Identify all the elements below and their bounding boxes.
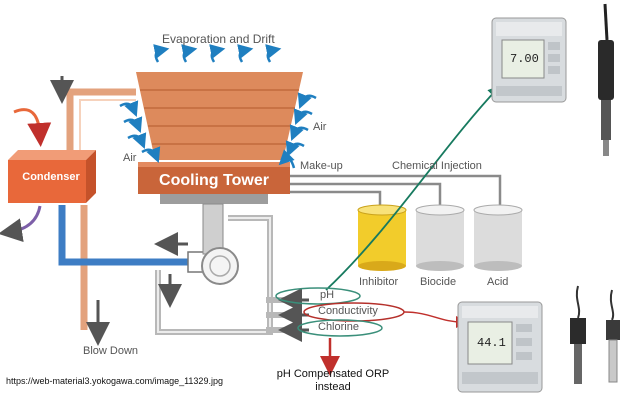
source-url: https://web-material3.yokogawa.com/image… <box>6 376 223 386</box>
condenser <box>0 108 96 243</box>
analyzer-top <box>491 17 567 103</box>
cooling-tower <box>136 72 303 255</box>
ph-oval <box>275 287 361 305</box>
analyzer-bottom <box>457 301 543 393</box>
evaporation-label: Evaporation and Drift <box>162 32 275 46</box>
orp-note: pH Compensated ORP instead <box>276 368 390 393</box>
flow-arrows <box>86 232 309 346</box>
acid-label: Acid <box>487 276 509 288</box>
evaporation-arrows <box>153 44 282 63</box>
ph-pointer-line <box>325 85 501 291</box>
condenser-label: Condenser <box>22 171 80 183</box>
sensor-probes-bottom <box>570 285 620 384</box>
inhibitor-label: Inhibitor <box>359 276 399 288</box>
chemical-injection-lines <box>290 174 502 206</box>
cooling-tower-label: Cooling Tower <box>159 172 269 189</box>
ph-label: pH <box>320 289 335 301</box>
chlorine-label: Chlorine <box>318 321 359 333</box>
tank-inhibitor <box>357 204 407 271</box>
chlorine-oval <box>297 319 383 337</box>
air-left-label: Air <box>123 152 137 164</box>
pump <box>201 247 239 285</box>
conductivity-pointer-line <box>403 311 468 328</box>
tank-biocide <box>415 204 465 271</box>
blow-down-label: Blow Down <box>83 345 139 357</box>
hot-water-pipe <box>50 76 136 330</box>
makeup-label: Make-up <box>300 160 343 172</box>
conductivity-label: Conductivity <box>318 305 378 317</box>
sensor-probe-top <box>598 3 614 156</box>
tank-acid <box>473 204 523 271</box>
top-meter-value: 7.00 <box>510 52 539 66</box>
air-arrows <box>119 92 317 169</box>
biocide-label: Biocide <box>420 276 457 288</box>
bottom-meter-value: 44.1 <box>477 336 506 350</box>
air-right-label: Air <box>313 121 327 133</box>
chemical-injection-label: Chemical Injection <box>392 160 482 172</box>
